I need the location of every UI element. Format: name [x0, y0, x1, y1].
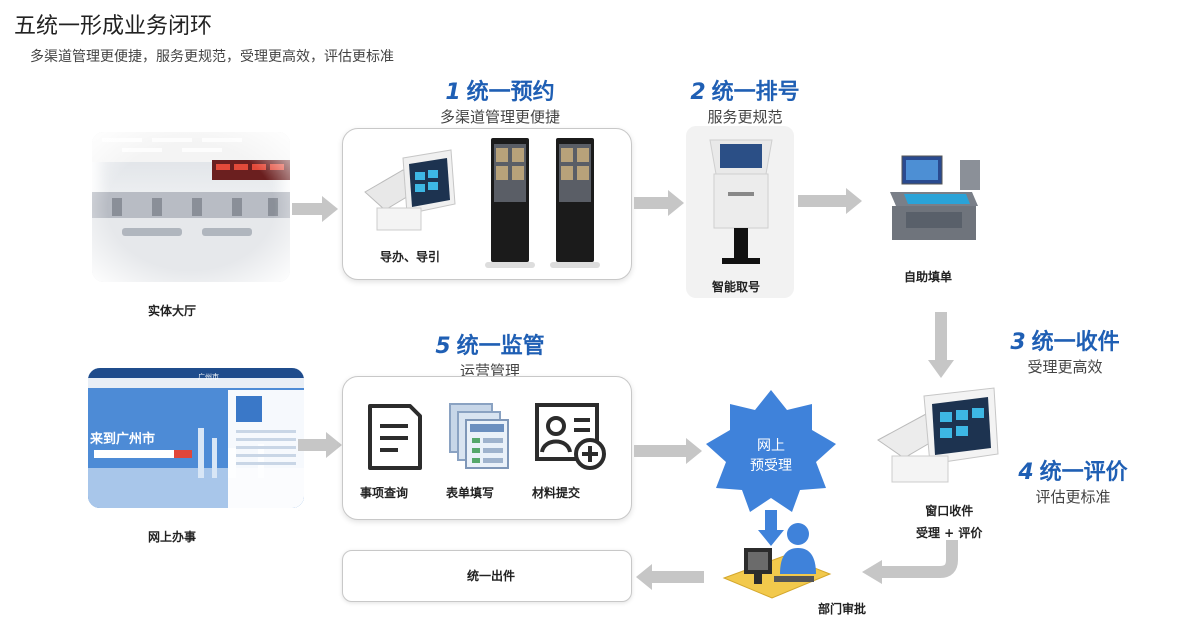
window-terminal-illustration: [877, 387, 999, 483]
step-1-subtitle: 多渠道管理更便捷: [439, 108, 560, 126]
window-label: 窗口收件 受理 + 评价: [916, 500, 982, 544]
window-label-line2: 受理 + 评价: [916, 526, 983, 540]
online-label: 网上办事: [148, 530, 197, 544]
step-1-title: 统一预约: [466, 80, 555, 105]
arrow-right-icon: [798, 188, 862, 214]
document-query-icon: [368, 404, 422, 470]
queue-label: 智能取号: [712, 280, 761, 294]
department-approval-illustration: [722, 523, 832, 599]
step-3-subtitle: 受理更高效: [1027, 358, 1103, 376]
step-1-number: 1: [445, 80, 461, 105]
step-2-number: 2: [690, 80, 706, 105]
window-label-line1: 窗口收件: [925, 504, 974, 518]
form-fill-icon: [449, 403, 509, 469]
arrow-right-icon: [292, 196, 338, 222]
website-city: 广州市: [198, 373, 219, 381]
arrow-right-icon: [634, 190, 684, 216]
kiosk-tall-2-illustration: [550, 138, 600, 268]
step-3-number: 3: [1010, 330, 1026, 355]
self-fill-label: 自助填单: [904, 270, 953, 284]
arrow-curve-left-icon: [862, 540, 958, 584]
guide-label: 导办、导引: [380, 250, 441, 264]
kiosk-tall-1-illustration: [485, 138, 535, 268]
department-label: 部门审批: [818, 602, 867, 616]
step-3-title: 统一收件: [1031, 330, 1120, 355]
online-pre-accept-badge: [706, 390, 836, 512]
query-label: 事项查询: [360, 486, 409, 500]
hall-illustration: [92, 132, 290, 282]
page-title: 五统一形成业务闭环: [14, 14, 213, 39]
queue-machine-illustration: [709, 139, 773, 264]
step-5-title: 统一监管: [456, 334, 545, 359]
unified-issuance-box: 统一出件: [342, 550, 632, 602]
form-label: 表单填写: [446, 486, 495, 500]
step-4-subtitle: 评估更标准: [1035, 488, 1111, 506]
online-pre-accept-label: 网上 预受理: [704, 436, 838, 476]
submit-label: 材料提交: [532, 486, 581, 500]
step-2-subtitle: 服务更规范: [707, 108, 783, 126]
step-4-number: 4: [1018, 460, 1034, 485]
page-subtitle: 多渠道管理更便捷，服务更规范，受理更高效，评估更标准: [30, 49, 394, 65]
step-5-number: 5: [435, 334, 451, 359]
online-pre-accept-line1: 网上: [757, 438, 785, 454]
arrow-right-icon: [634, 438, 702, 464]
unified-issuance-label: 统一出件: [467, 569, 516, 583]
step-5-subtitle: 运营管理: [459, 362, 520, 380]
step-2-title: 统一排号: [711, 80, 800, 105]
arrow-left-icon: [636, 564, 704, 590]
hall-photo: [92, 132, 290, 282]
self-fill-desk-illustration: [890, 155, 980, 240]
arrow-down-blue-icon: [758, 510, 784, 546]
website-illustration: [88, 368, 304, 508]
arrow-down-icon: [928, 312, 954, 378]
arrow-right-icon: [298, 432, 342, 458]
step-4-title: 统一评价: [1039, 460, 1128, 485]
website-banner: 来到广州市: [90, 432, 156, 447]
material-submit-icon: [535, 403, 606, 470]
online-website-screenshot: 来到广州市 广州市: [88, 368, 304, 508]
guide-terminal-illustration: [364, 149, 456, 231]
online-pre-accept-line2: 预受理: [750, 458, 792, 474]
hall-label: 实体大厅: [148, 304, 197, 318]
